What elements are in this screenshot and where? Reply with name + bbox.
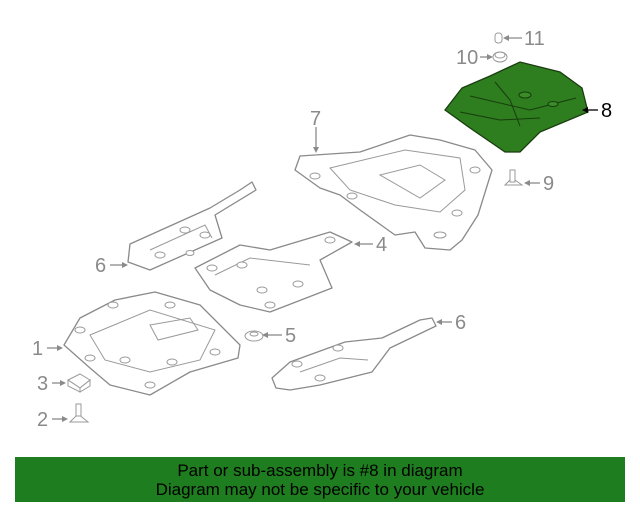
part-2-push-pin[interactable]: [68, 403, 90, 423]
part-11-clip[interactable]: [494, 32, 522, 44]
part-1-front-shield[interactable]: [63, 291, 241, 396]
callout-4: 4: [376, 234, 387, 256]
parts-diagram: 1 2 3 4 5 6 6 7 8 9 10 11: [32, 28, 612, 431]
part-10-grommet[interactable]: [480, 51, 508, 63]
callout-8: 8: [601, 100, 612, 122]
part-3-clip[interactable]: [67, 373, 91, 393]
callout-6-left: 6: [95, 255, 106, 277]
part-5-grommet[interactable]: [244, 330, 264, 342]
leader-8: [582, 107, 598, 113]
part-6-right-shield[interactable]: [271, 317, 437, 391]
diagram-notice-banner: Part or sub-assembly is #8 in diagram Di…: [15, 457, 625, 502]
part-4-middle-shield[interactable]: [194, 231, 353, 313]
part-8-shield-highlighted[interactable]: [444, 61, 589, 153]
callout-6-right: 6: [455, 312, 466, 334]
callout-7: 7: [310, 108, 321, 130]
callout-11: 11: [524, 28, 545, 50]
callout-1: 1: [32, 338, 43, 360]
banner-line-2: Diagram may not be specific to your vehi…: [155, 479, 485, 499]
callout-5: 5: [285, 325, 296, 347]
callout-10: 10: [456, 47, 478, 69]
banner-line-1: Part or sub-assembly is #8 in diagram: [177, 460, 463, 480]
callout-9: 9: [543, 173, 554, 195]
part-7-center-shield[interactable]: [294, 134, 493, 251]
callout-2: 2: [37, 409, 48, 431]
leader-lines: [47, 127, 452, 422]
part-9-push-pin[interactable]: [503, 169, 540, 186]
part-6-left-shield[interactable]: [127, 181, 257, 271]
callout-3: 3: [37, 373, 48, 395]
